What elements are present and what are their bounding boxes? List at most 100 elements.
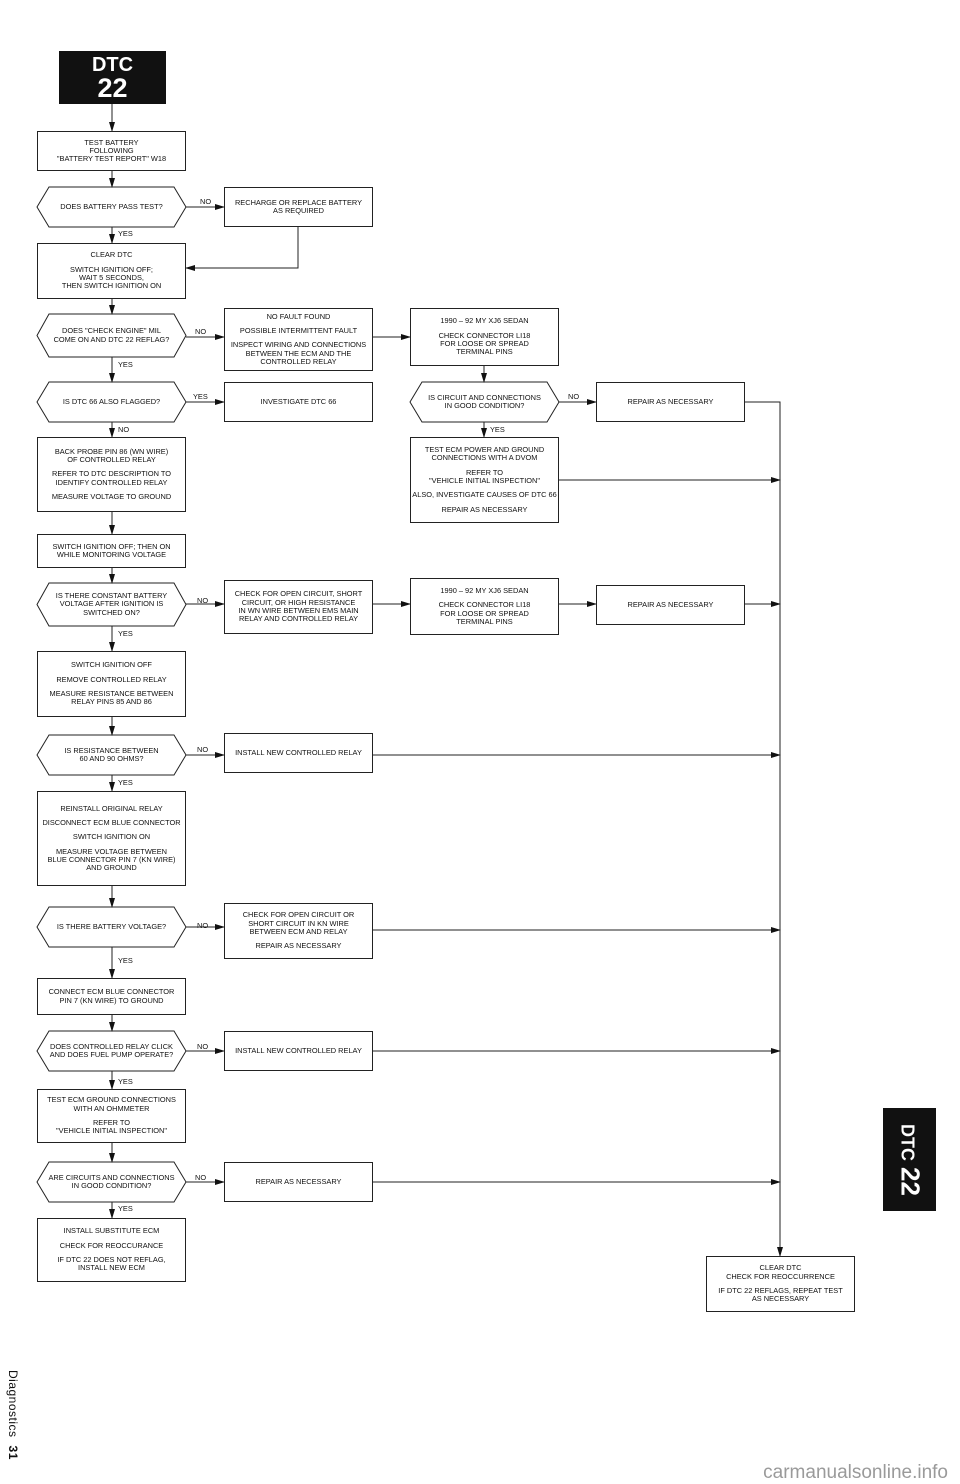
q-circuit-b-decision-shape [36, 1161, 187, 1203]
q-batt-voltage-decision: IS THERE BATTERY VOLTAGE? [37, 907, 186, 947]
step-text-line: TERMINAL PINS [456, 347, 513, 357]
step-text-line: RELAY AND CONTROLLED RELAY [238, 614, 359, 624]
step-text-line: INVESTIGATE DTC 66 [260, 396, 337, 406]
repair-a-step: REPAIR AS NECESSARY [596, 382, 745, 422]
step-text-line: BETWEEN ECM AND RELAY [249, 927, 348, 936]
step-text-line: COME ON AND DTC 22 REFLAG? [53, 334, 170, 344]
step-text-line: "BATTERY TEST REPORT" W18 [56, 154, 167, 164]
step-text-line: REMOVE CONTROLLED RELAY [56, 674, 167, 684]
yes-branch-label: YES [118, 1077, 133, 1086]
q-mil-decision-shape [36, 313, 187, 358]
no-branch-label: NO [568, 392, 580, 401]
step-text-line: REFER TO [465, 467, 504, 477]
step-text-line: CIRCUIT, OR HIGH RESISTANCE [241, 597, 356, 607]
step-text-line: IN WN WIRE BETWEEN EMS MAIN [238, 606, 359, 615]
step-text-line: POSSIBLE INTERMITTENT FAULT [239, 326, 358, 336]
step-text-line: AND DOES FUEL PUMP OPERATE? [49, 1050, 174, 1059]
step-text-line: MEASURE VOLTAGE TO GROUND [51, 491, 172, 501]
q-dtc66-decision: IS DTC 66 ALSO FLAGGED? [37, 382, 186, 422]
step-text-line: REFER TO DTC DESCRIPTION TO [52, 469, 171, 479]
repair-c-step: REPAIR AS NECESSARY [224, 1162, 373, 1202]
switch-off-remove-step: SWITCH IGNITION OFF REMOVE CONTROLLED REL… [37, 651, 186, 717]
step-text-line: DISCONNECT ECM BLUE CONNECTOR [42, 817, 181, 827]
repair-b-step: REPAIR AS NECESSARY [596, 585, 745, 625]
yes-branch-label: YES [490, 425, 505, 434]
step-text-line: SWITCH IGNITION OFF [71, 660, 152, 670]
q-dtc66-decision-shape [36, 381, 187, 423]
step-text-line: IS RESISTANCE BETWEEN [64, 745, 159, 755]
no-branch-label: NO [195, 1173, 207, 1182]
no-branch-label: NO [197, 921, 209, 930]
step-text-line: IDENTIFY CONTROLLED RELAY [55, 477, 168, 487]
reinstall-step: REINSTALL ORIGINAL RELAY DISCONNECT ECM B… [37, 791, 186, 886]
step-text-line: SHORT CIRCUIT IN KN WIRE [248, 918, 349, 928]
q-batt-voltage-decision-shape [36, 906, 187, 948]
flow-line [745, 401, 783, 1257]
side-tab-label: DTC [897, 1123, 917, 1161]
yes-branch-label: YES [118, 956, 133, 965]
step-text-line: WHILE MONITORING VOLTAGE [56, 550, 167, 559]
step-text-line: REPAIR AS NECESSARY [255, 1176, 342, 1186]
no-branch-label: NO [197, 596, 209, 605]
step-text-line: INSPECT WIRING AND CONNECTIONS [230, 340, 367, 350]
watermark: carmanualsonline.info [763, 1462, 948, 1483]
step-text-line: CHECK FOR OPEN CIRCUIT OR [242, 910, 355, 920]
side-tab-number: 22 [895, 1166, 925, 1196]
step-text-line: REINSTALL ORIGINAL RELAY [60, 803, 163, 813]
step-text-line: BLUE CONNECTOR PIN 7 (KN WIRE) [47, 854, 176, 864]
step-text-line: BACK PROBE PIN 86 (WN WIRE) [54, 446, 169, 456]
step-text-line: NO FAULT FOUND [266, 311, 331, 321]
no-branch-label: NO [200, 197, 212, 206]
no-branch-label: NO [195, 327, 207, 336]
page-footer: Diagnostics31 [6, 1370, 20, 1460]
step-text-line: INSTALL SUBSTITUTE ECM [63, 1226, 160, 1236]
flow-line [185, 227, 299, 271]
q-resistance-decision-shape [36, 734, 187, 776]
yes-branch-label: YES [118, 229, 133, 238]
step-text-line: CONNECTIONS WITH A DVOM [431, 453, 538, 463]
step-text-line: RELAY PINS 85 AND 86 [71, 697, 152, 707]
step-text-line: MEASURE RESISTANCE BETWEEN [49, 689, 174, 698]
no-branch-label: NO [197, 1042, 209, 1051]
step-text-line: IF DTC 22 DOES NOT REFLAG, [57, 1255, 166, 1264]
step-text-line: THEN SWITCH IGNITION ON [61, 281, 162, 291]
step-text-line: RECHARGE OR REPLACE BATTERY [234, 197, 363, 207]
step-text-line: SWITCHED ON? [83, 607, 140, 617]
step-text-line: SWITCH IGNITION ON [72, 832, 151, 842]
step-text-line: CONTROLLED RELAY [260, 356, 337, 366]
step-text-line: CHECK FOR OPEN CIRCUIT, SHORT [234, 589, 363, 599]
step-text-line: INSTALL NEW CONTROLLED RELAY [235, 747, 362, 757]
step-text-line: IN GOOD CONDITION? [71, 1181, 152, 1190]
step-text-line: 1990 – 92 MY XJ6 SEDAN [440, 585, 529, 595]
step-text-line: WAIT 5 SECONDS, [79, 273, 144, 282]
step-text-line: SWITCH IGNITION OFF; [70, 264, 153, 274]
investigate66-step: INVESTIGATE DTC 66 [224, 382, 373, 422]
step-text-line: SWITCH IGNITION OFF; THEN ON [52, 541, 171, 551]
step-text-line: CHECK FOR REOCCURANCE [59, 1240, 164, 1250]
step-text-line: TEST ECM GROUND CONNECTIONS [47, 1095, 176, 1105]
yes-branch-label: YES [118, 360, 133, 369]
step-text-line: MEASURE VOLTAGE BETWEEN [55, 846, 167, 856]
step-text-line: PIN 7 (KN WIRE) TO GROUND [59, 995, 164, 1005]
step-text-line: IF DTC 22 REFLAGS, REPEAT TEST [718, 1286, 843, 1295]
step-text-line: 60 AND 90 OHMS? [79, 754, 144, 763]
step-text-line: DOES "CHECK ENGINE" MIL [62, 326, 161, 336]
q-relay-click-decision-shape [36, 1030, 187, 1072]
step-text-line: INSTALL NEW ECM [78, 1263, 145, 1273]
